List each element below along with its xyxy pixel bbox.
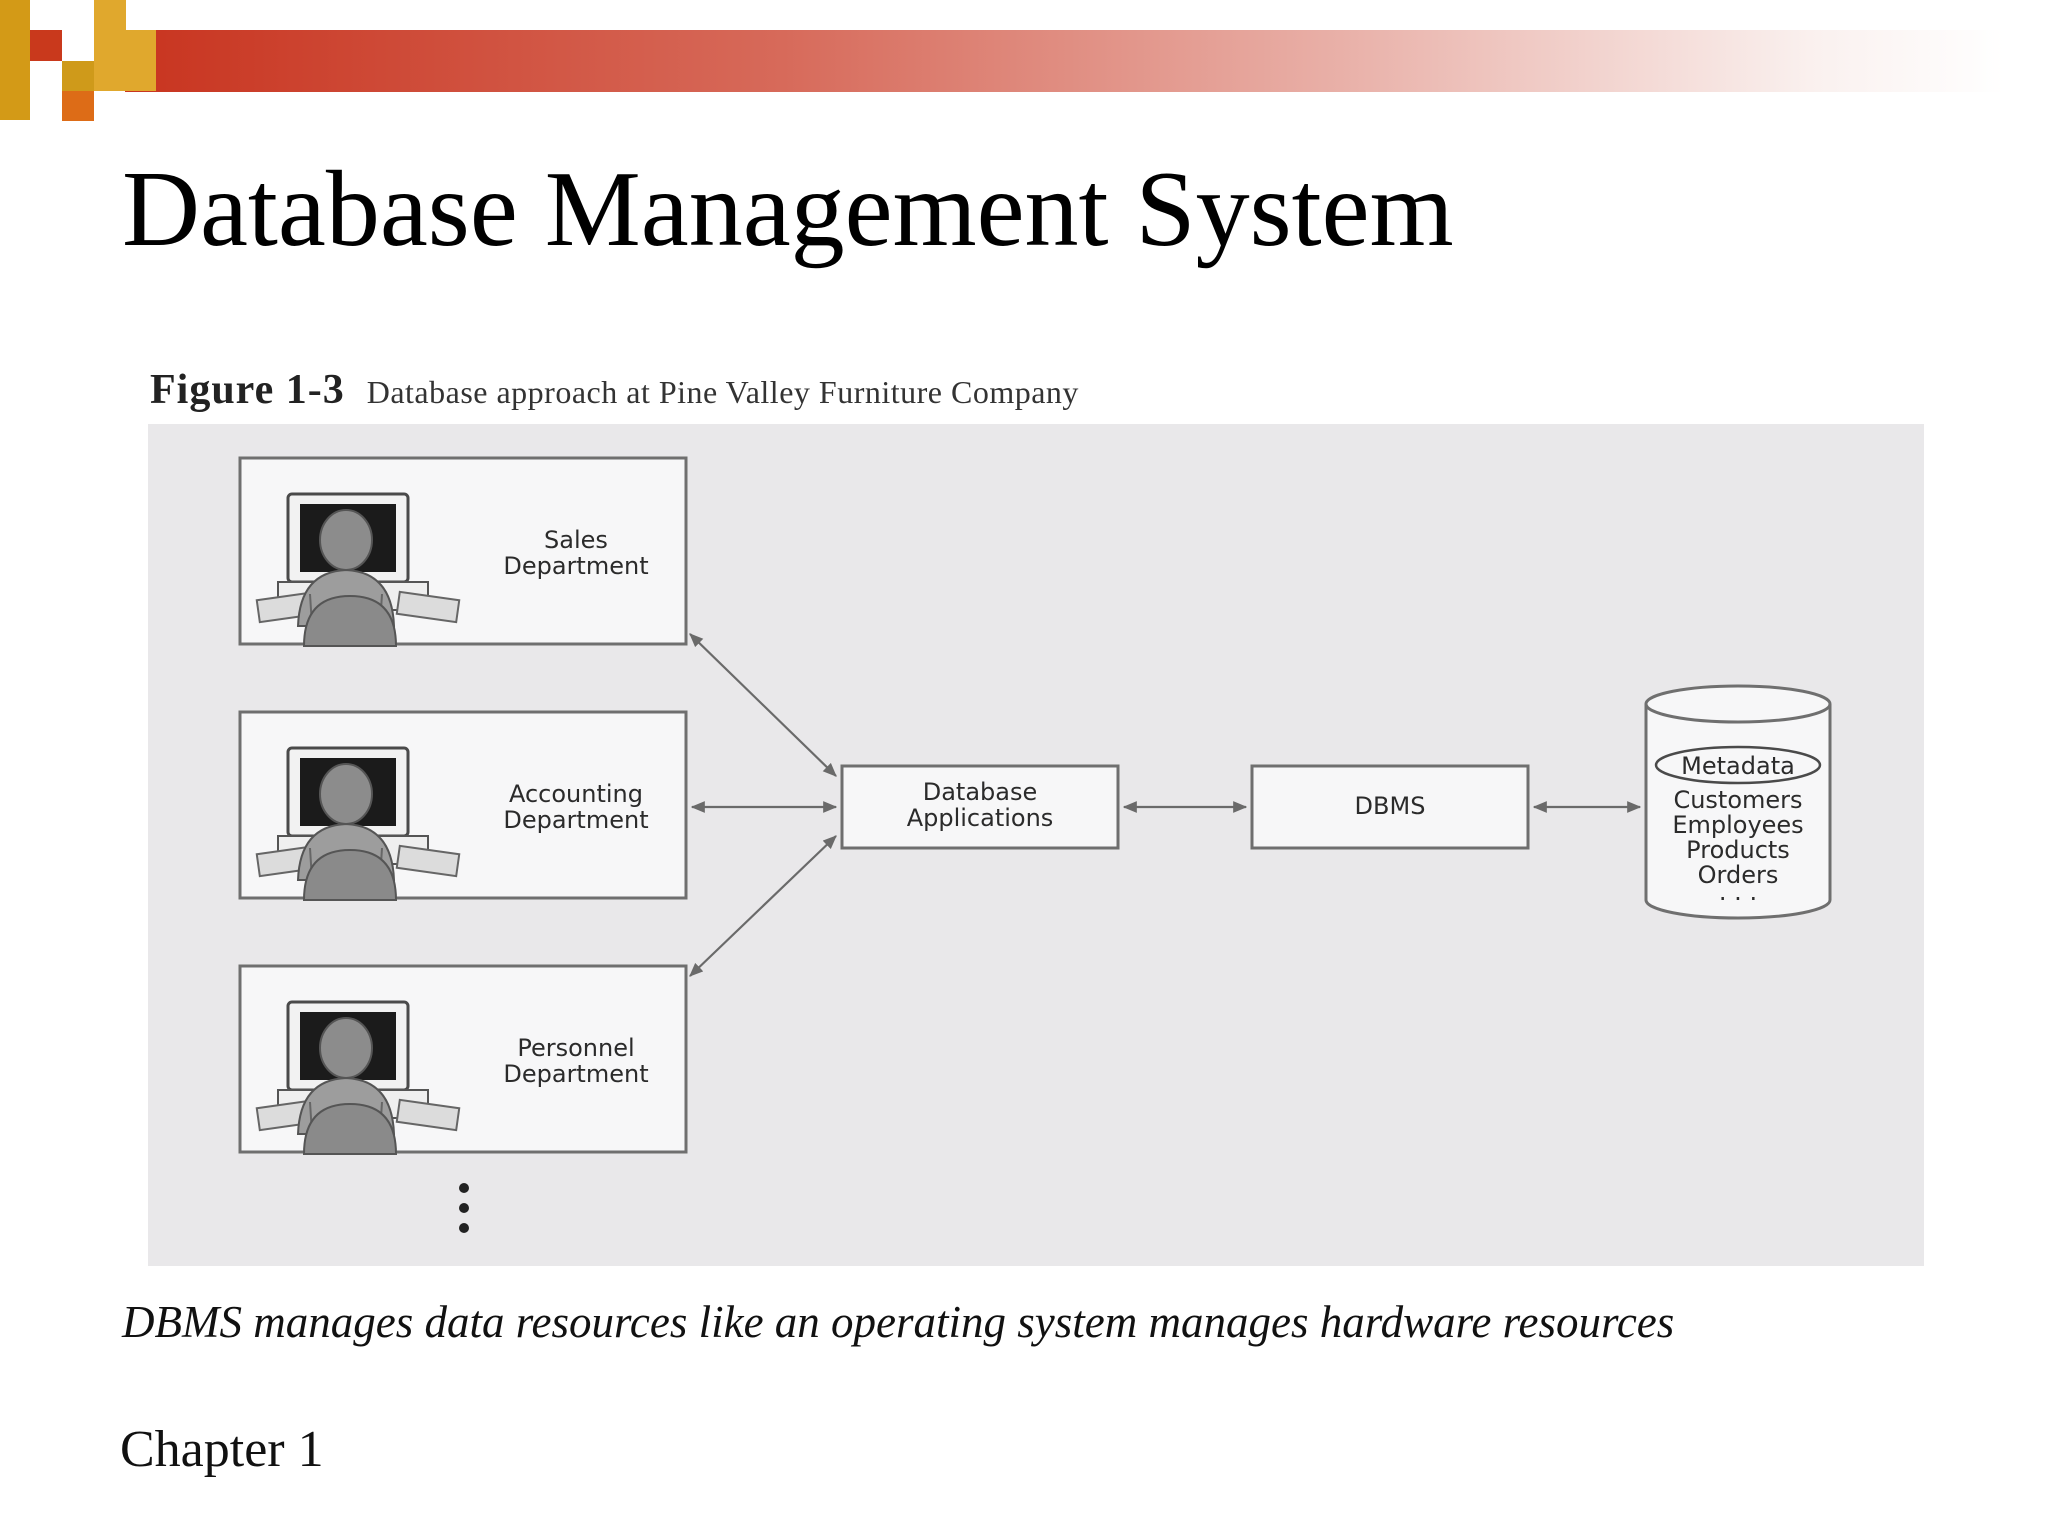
personnel-department-label-line2: Department bbox=[503, 1060, 648, 1088]
logo-square bbox=[94, 30, 156, 91]
sales-to-applications-arrow bbox=[689, 633, 837, 777]
header-gradient-bar bbox=[125, 30, 2005, 92]
figure-panel: Sales Department Accounting Department P… bbox=[148, 424, 1924, 1266]
dbms-box: DBMS bbox=[1250, 764, 1530, 850]
database-applications-label-line1: Database bbox=[923, 778, 1038, 806]
figure-number: Figure 1-3 bbox=[150, 367, 345, 413]
vertical-ellipsis-icon bbox=[459, 1183, 469, 1233]
db-table-label: Employees bbox=[1672, 811, 1803, 839]
db-more-label: . . . bbox=[1719, 878, 1757, 906]
personnel-department-label-line1: Personnel bbox=[517, 1034, 634, 1062]
personnel-department-box: Personnel Department bbox=[238, 964, 688, 1156]
db-table-label: Customers bbox=[1673, 786, 1802, 814]
accounting-department-label-line2: Department bbox=[503, 806, 648, 834]
figure-caption-text: Database approach at Pine Valley Furnitu… bbox=[366, 374, 1079, 410]
personnel-to-applications-arrow bbox=[689, 835, 837, 977]
accounting-department-label-line1: Accounting bbox=[509, 780, 643, 808]
logo-square bbox=[94, 0, 126, 30]
db-table-label: Products bbox=[1686, 836, 1790, 864]
database-applications-box: Database Applications bbox=[840, 764, 1120, 850]
architecture-diagram: Sales Department Accounting Department P… bbox=[238, 456, 1832, 1233]
sales-department-box: Sales Department bbox=[238, 456, 688, 648]
figure-caption: Figure 1-3 Database approach at Pine Vall… bbox=[150, 366, 1079, 414]
logo-square bbox=[62, 91, 94, 121]
summary-text: DBMS manages data resources like an oper… bbox=[122, 1297, 1675, 1347]
sales-department-label-line1: Sales bbox=[544, 526, 608, 554]
database-cylinder-icon: Metadata Customers Employees Products Or… bbox=[1644, 684, 1832, 920]
footer-chapter: Chapter 1 bbox=[120, 1421, 324, 1478]
page-title: Database Management System bbox=[122, 150, 1454, 269]
logo-square bbox=[62, 61, 94, 91]
logo-square bbox=[0, 0, 30, 120]
sales-department-label-line2: Department bbox=[503, 552, 648, 580]
db-table-label: Orders bbox=[1698, 861, 1779, 889]
accounting-department-box: Accounting Department bbox=[238, 710, 688, 902]
dbms-label: DBMS bbox=[1355, 792, 1426, 820]
metadata-label: Metadata bbox=[1681, 752, 1795, 780]
database-applications-label-line2: Applications bbox=[907, 804, 1054, 832]
logo-square bbox=[30, 30, 62, 61]
